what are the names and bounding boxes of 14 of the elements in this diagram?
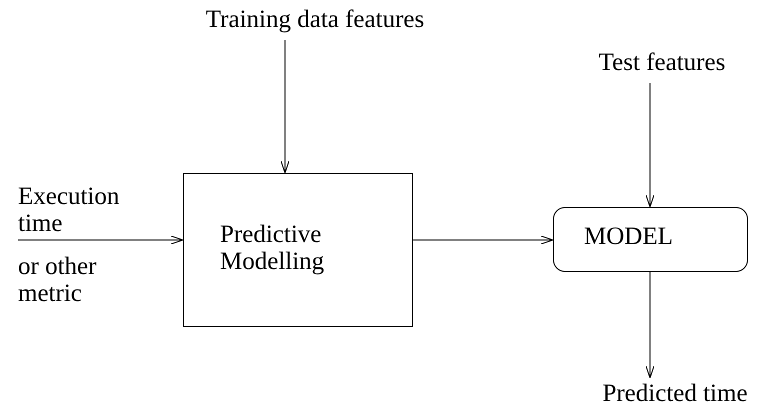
arrow: [646, 82, 654, 208]
process-box: [183, 173, 413, 327]
arrow: [18, 236, 184, 244]
text-label: Predicted time: [601, 380, 749, 407]
arrow: [412, 236, 554, 244]
model-box: [553, 207, 748, 272]
input-label: or other metric: [18, 253, 98, 307]
text-label: Test features: [598, 49, 726, 76]
arrow: [280, 40, 290, 174]
box-label: MODEL: [584, 223, 674, 250]
box-label: Predictive Modelling: [220, 221, 326, 275]
input-label: Execution time: [18, 183, 120, 237]
arrow: [646, 272, 654, 378]
text-label: Training data features: [204, 6, 426, 33]
